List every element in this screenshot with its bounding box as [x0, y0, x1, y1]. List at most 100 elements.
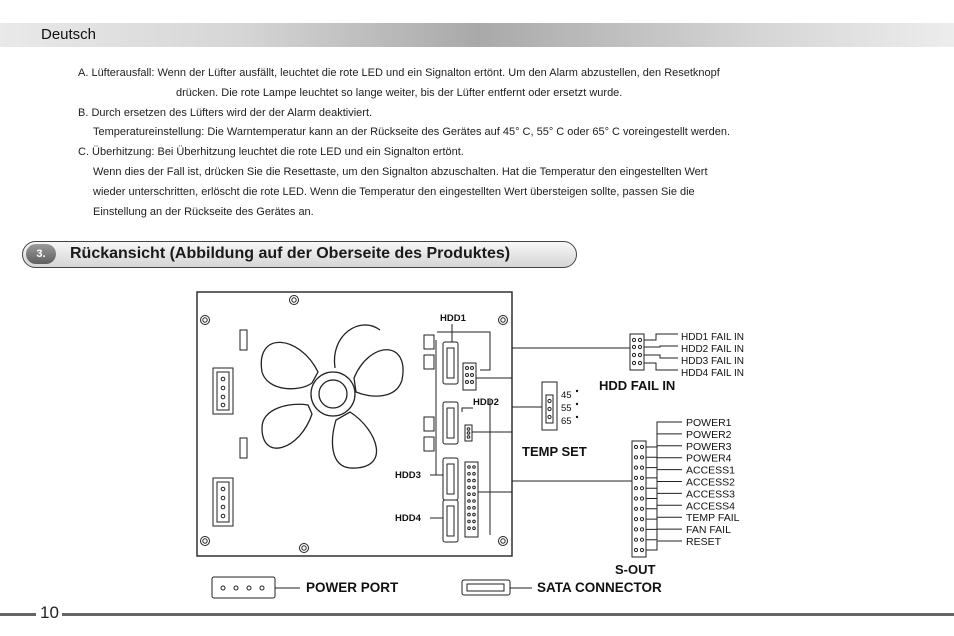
hdd2-fail-in-pin: HDD2 FAIL IN — [681, 344, 744, 355]
s-out-pin — [639, 475, 645, 480]
sata-connector-icon — [461, 579, 532, 596]
s-out-pin — [639, 527, 645, 532]
s-out-panel-pin — [467, 492, 471, 497]
s-out-pin-label: POWER2 — [686, 429, 732, 441]
s-out-pin-label: ACCESS2 — [686, 477, 735, 489]
section-heading: 3. Rückansicht (Abbildung auf der Oberse… — [22, 241, 577, 268]
s-out-pin — [633, 527, 639, 532]
s-out-pin-label: TEMP FAIL — [686, 512, 740, 524]
power-connector-lower-icon — [212, 477, 234, 527]
s-out-panel-pin — [472, 485, 476, 490]
s-out-pin — [639, 486, 645, 491]
s-out-leader-line — [646, 445, 682, 469]
s-out-pin-label: POWER4 — [686, 453, 732, 465]
s-out-pin-label: RESET — [686, 536, 722, 548]
s-out-panel-pin — [467, 499, 471, 503]
s-out-pin — [633, 455, 639, 460]
hdd4-label: HDD4 — [395, 513, 422, 524]
s-out-panel-pin — [472, 526, 476, 531]
hdd-fail-in-header-panel — [462, 362, 477, 391]
hdd2-label: HDD2 — [473, 397, 499, 408]
s-out-leader-line — [646, 540, 682, 551]
s-out-panel-pin — [472, 519, 476, 524]
s-out-pin — [639, 465, 645, 470]
s-out-leader-line — [646, 481, 682, 499]
s-out-pin — [633, 496, 639, 501]
s-out-leader-line — [646, 492, 682, 510]
temp-option-55: 55 — [561, 403, 572, 414]
s-out-connector-pins — [633, 421, 682, 553]
s-out-panel-pin — [467, 526, 471, 531]
s-out-pin — [633, 465, 639, 470]
s-out-leader-line — [646, 504, 682, 520]
s-out-panel-pin — [467, 519, 471, 524]
degree-marks — [575, 389, 579, 419]
s-out-leader-line — [646, 469, 682, 489]
s-out-pin-label: ACCESS1 — [686, 465, 735, 477]
hdd1-fail-in-pin: HDD1 FAIL IN — [681, 332, 744, 343]
power-connector-upper-icon — [212, 367, 234, 415]
language-header-bar: Deutsch — [0, 23, 954, 47]
s-out-leader-line — [646, 528, 682, 541]
s-out-panel-pin — [472, 512, 476, 517]
instruction-c-line2: Wenn dies der Fall ist, drücken Sie die … — [93, 166, 708, 178]
s-out-title: S-OUT — [615, 562, 656, 577]
callout-lines — [472, 347, 632, 493]
page-number: 10 — [40, 603, 59, 622]
s-out-header-panel-pins — [467, 465, 476, 531]
instruction-c-line3: wieder unterschritten, erlöscht die rote… — [93, 186, 695, 198]
s-out-pin — [633, 486, 639, 491]
s-out-panel-pin — [467, 506, 471, 510]
s-out-panel-pin — [467, 512, 471, 517]
temp-option-65: 65 — [561, 416, 572, 427]
s-out-pin — [633, 537, 639, 542]
instruction-c-line4: Einstellung an der Rückseite des Gerätes… — [93, 206, 314, 218]
s-out-pin — [639, 547, 645, 553]
footer-rule-left — [0, 613, 36, 616]
instruction-b-line2: Temperatureinstellung: Die Warntemperatu… — [93, 126, 731, 138]
s-out-pin — [633, 475, 639, 480]
sata-connectors-panel — [442, 341, 459, 543]
board-traces — [437, 331, 491, 535]
hdd-fail-in-connector — [629, 333, 678, 371]
instruction-a-line2: drücken. Die rote Lampe leuchtet so lang… — [176, 87, 623, 99]
power-port-icon — [211, 576, 300, 599]
hdd4-fail-in-pin: HDD4 FAIL IN — [681, 368, 744, 379]
hdd-fail-in-title: HDD FAIL IN — [599, 378, 675, 393]
hdd1-label: HDD1 — [440, 313, 467, 324]
s-out-pin — [639, 496, 645, 501]
s-out-pin — [639, 444, 645, 450]
temp-jumper-panel — [464, 424, 473, 442]
section-title: Rückansicht (Abbildung auf der Oberseite… — [70, 245, 511, 262]
temp-set-jumper — [541, 381, 558, 431]
s-out-leader-line — [646, 421, 682, 448]
s-out-panel-pin — [467, 478, 471, 483]
s-out-leader-line — [646, 516, 682, 530]
instruction-b-line1: B. Durch ersetzen des Lüfters wird der d… — [78, 107, 373, 119]
language-label: Deutsch — [41, 26, 97, 43]
s-out-pin-label: POWER3 — [686, 441, 732, 453]
screw-icons — [200, 295, 508, 553]
s-out-panel-pin — [467, 465, 471, 469]
led-indicators — [423, 334, 437, 475]
sata-connector-label: SATA CONNECTOR — [537, 580, 662, 595]
section-number: 3. — [26, 244, 56, 264]
s-out-pin — [633, 444, 639, 450]
temp-option-45: 45 — [561, 390, 572, 401]
hdd3-fail-in-pin: HDD3 FAIL IN — [681, 356, 744, 367]
s-out-pin — [633, 517, 639, 522]
vent-slots — [239, 329, 248, 459]
s-out-pin-label: ACCESS4 — [686, 500, 735, 512]
s-out-pin-label: ACCESS3 — [686, 488, 735, 500]
power-port-label: POWER PORT — [306, 580, 399, 595]
s-out-pin — [639, 537, 645, 542]
instruction-c-line1: C. Überhitzung: Bei Überhitzung leuchtet… — [78, 146, 464, 158]
s-out-panel-pin — [472, 465, 476, 469]
s-out-pin — [639, 506, 645, 511]
s-out-panel-pin — [472, 506, 476, 510]
s-out-pin-label: POWER1 — [686, 417, 732, 429]
hdd3-label: HDD3 — [395, 470, 421, 481]
s-out-panel-pin — [472, 499, 476, 503]
s-out-panel-pin — [467, 472, 471, 476]
